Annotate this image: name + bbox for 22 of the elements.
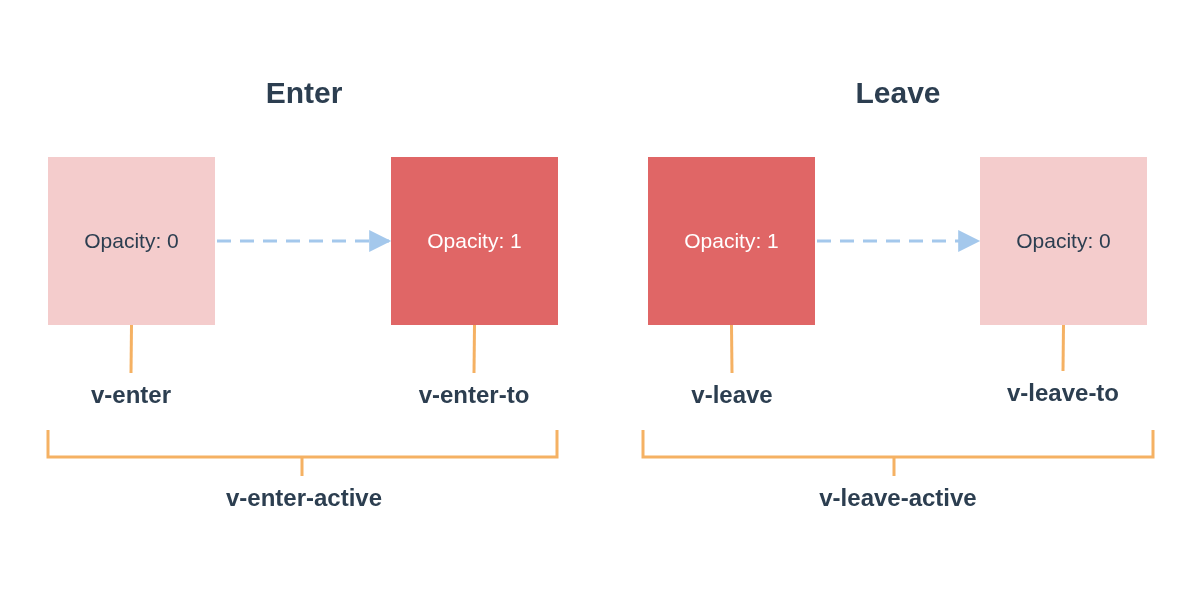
leader-line bbox=[1061, 325, 1065, 371]
opacity-text: Opacity: 0 bbox=[1016, 229, 1111, 253]
arrow bbox=[217, 230, 392, 252]
leader-line bbox=[472, 325, 476, 373]
state-box bbox=[391, 157, 558, 325]
section-title: Enter bbox=[265, 75, 343, 111]
class-name-label: v-enter-to bbox=[418, 381, 530, 409]
class-name-label: v-leave-to bbox=[1007, 379, 1119, 407]
class-name-label: v-leave-active bbox=[819, 483, 977, 513]
opacity-text: Opacity: 1 bbox=[684, 229, 779, 253]
opacity-text: Opacity: 1 bbox=[427, 229, 522, 253]
leader-line bbox=[129, 325, 133, 373]
state-box bbox=[980, 157, 1147, 325]
class-name-label: v-leave bbox=[691, 381, 773, 409]
class-name-label: v-enter-active bbox=[225, 483, 383, 513]
opacity-text: Opacity: 0 bbox=[84, 229, 179, 253]
state-box bbox=[48, 157, 215, 325]
class-name-label: v-enter bbox=[91, 381, 171, 409]
section-title: Leave bbox=[855, 75, 941, 111]
arrow bbox=[817, 230, 981, 252]
state-box bbox=[648, 157, 815, 325]
leader-line bbox=[730, 325, 734, 373]
